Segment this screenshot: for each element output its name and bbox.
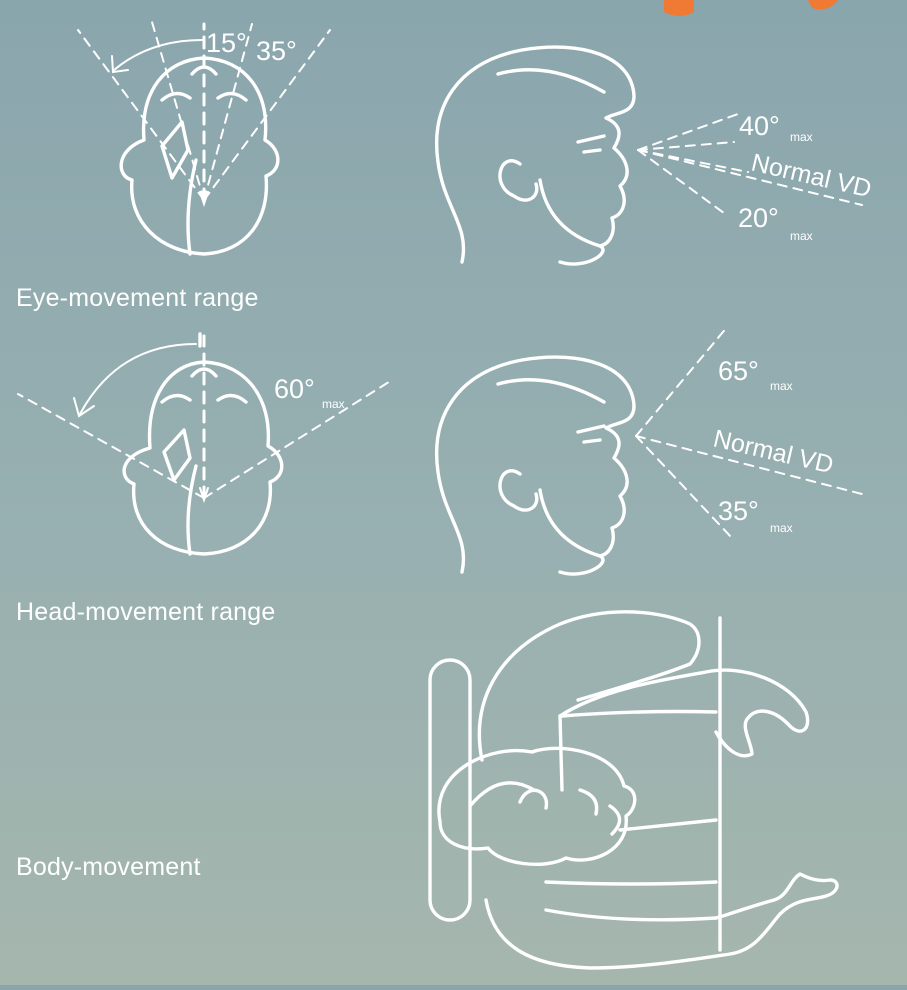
eye-side-eye (584, 150, 600, 152)
eye-top-head-outline (121, 58, 278, 254)
head-side-brow (578, 426, 604, 432)
accent-shape-left (664, 0, 694, 16)
eye-side-brow (578, 136, 604, 142)
body-lower-torso (620, 820, 716, 830)
head-side-down-angle: 35° (718, 496, 759, 526)
head-top-brow-right (218, 395, 246, 402)
caption-body-movement: Body-movement (16, 853, 201, 882)
head-side-view: 65° max Normal VD 35° max (437, 326, 862, 574)
head-top-angle: 60° (274, 374, 315, 404)
eye-side-line-up-mid (638, 142, 734, 150)
accent-shape-right (808, 0, 838, 9)
head-side-down-sub: max (770, 521, 793, 535)
body-chest-curve (562, 712, 716, 717)
eye-top-ear-left (162, 122, 188, 178)
eye-side-down-angle: 20° (738, 203, 779, 233)
eye-side-line-up (638, 114, 738, 150)
body-movement-figure (430, 612, 837, 968)
head-side-head-outline (437, 357, 634, 574)
head-side-up-angle: 65° (718, 356, 759, 386)
head-top-line-left (18, 394, 204, 498)
eye-top-line-left-inner (152, 22, 204, 200)
head-side-up-sub: max (770, 379, 793, 393)
body-chest-line (560, 716, 562, 790)
eye-side-head-outline (437, 47, 634, 264)
body-head-ear (520, 790, 546, 808)
body-lower-arm-inner (546, 910, 716, 920)
eye-side-up-angle: 40° (739, 111, 780, 141)
body-seat-back (430, 660, 470, 920)
eye-top-brow-left (162, 93, 190, 100)
accent-shapes (664, 0, 838, 16)
body-torso-outline (479, 612, 699, 760)
eye-top-nose (192, 67, 216, 74)
eye-top-hairline (188, 160, 196, 254)
head-side-normal-label: Normal VD (711, 425, 836, 480)
head-top-view: 60° max (18, 334, 392, 554)
head-top-brow-left (162, 395, 190, 402)
body-head-nose (580, 790, 597, 814)
body-belt (546, 882, 716, 884)
head-side-eye (584, 440, 600, 442)
head-side-hair-line (498, 380, 604, 402)
head-side-jaw (540, 490, 600, 556)
caption-eye-movement: Eye-movement range (16, 284, 259, 313)
eye-top-angle-inner: 15° (206, 28, 247, 58)
eye-side-up-sub: max (790, 130, 813, 144)
eye-side-jaw (540, 180, 600, 246)
head-top-ear (164, 430, 190, 480)
eye-top-line-left-outer (78, 30, 204, 200)
eye-side-down-sub: max (790, 229, 813, 243)
head-top-arc (80, 344, 196, 414)
eye-side-ear (500, 161, 537, 200)
eye-side-line-down (638, 150, 728, 216)
head-top-hairline (188, 466, 196, 554)
eye-side-hair-line (498, 70, 604, 92)
head-side-line-up (636, 326, 728, 436)
caption-head-movement: Head-movement range (16, 598, 276, 627)
eye-top-view: 15° 35° (78, 22, 330, 254)
eye-side-normal-label: Normal VD (749, 149, 874, 204)
eye-side-view: 40° max Normal VD 20° max (437, 47, 874, 264)
head-top-sub: max (322, 397, 345, 411)
body-head-face (610, 806, 620, 834)
head-side-ear (500, 471, 537, 510)
eye-top-angle-outer: 35° (256, 36, 297, 66)
